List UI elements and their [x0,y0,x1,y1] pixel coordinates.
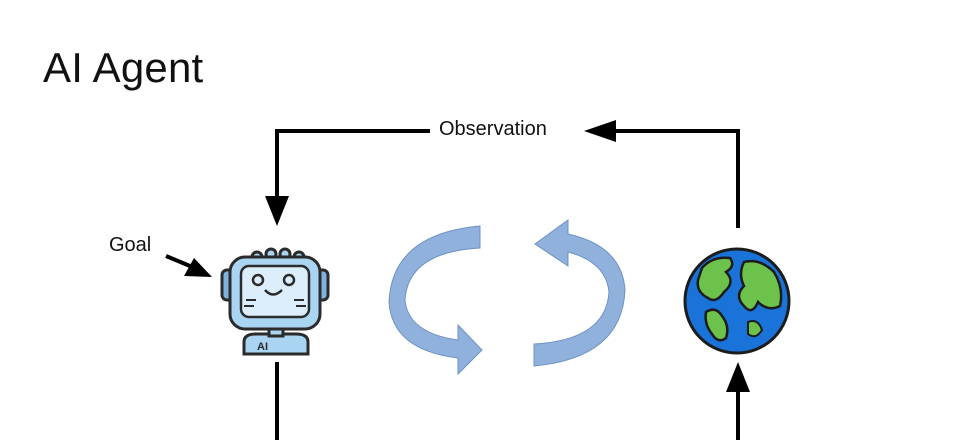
cycle-arrows-icon [388,219,626,376]
observation-arrowhead-icon [584,120,616,142]
earth-globe-icon [683,247,791,355]
robot-icon [220,247,330,356]
agent-input-arrowhead-icon [265,196,289,226]
goal-arrowhead-icon [184,258,212,277]
observation-loop [275,129,740,228]
environment-input-arrowhead-icon [726,362,750,392]
goal-label: Goal [109,234,152,256]
goal-line [165,254,191,268]
page-title: AI Agent [43,44,204,91]
observation-label: Observation [439,118,547,140]
robot-badge-text: AI [257,341,268,353]
